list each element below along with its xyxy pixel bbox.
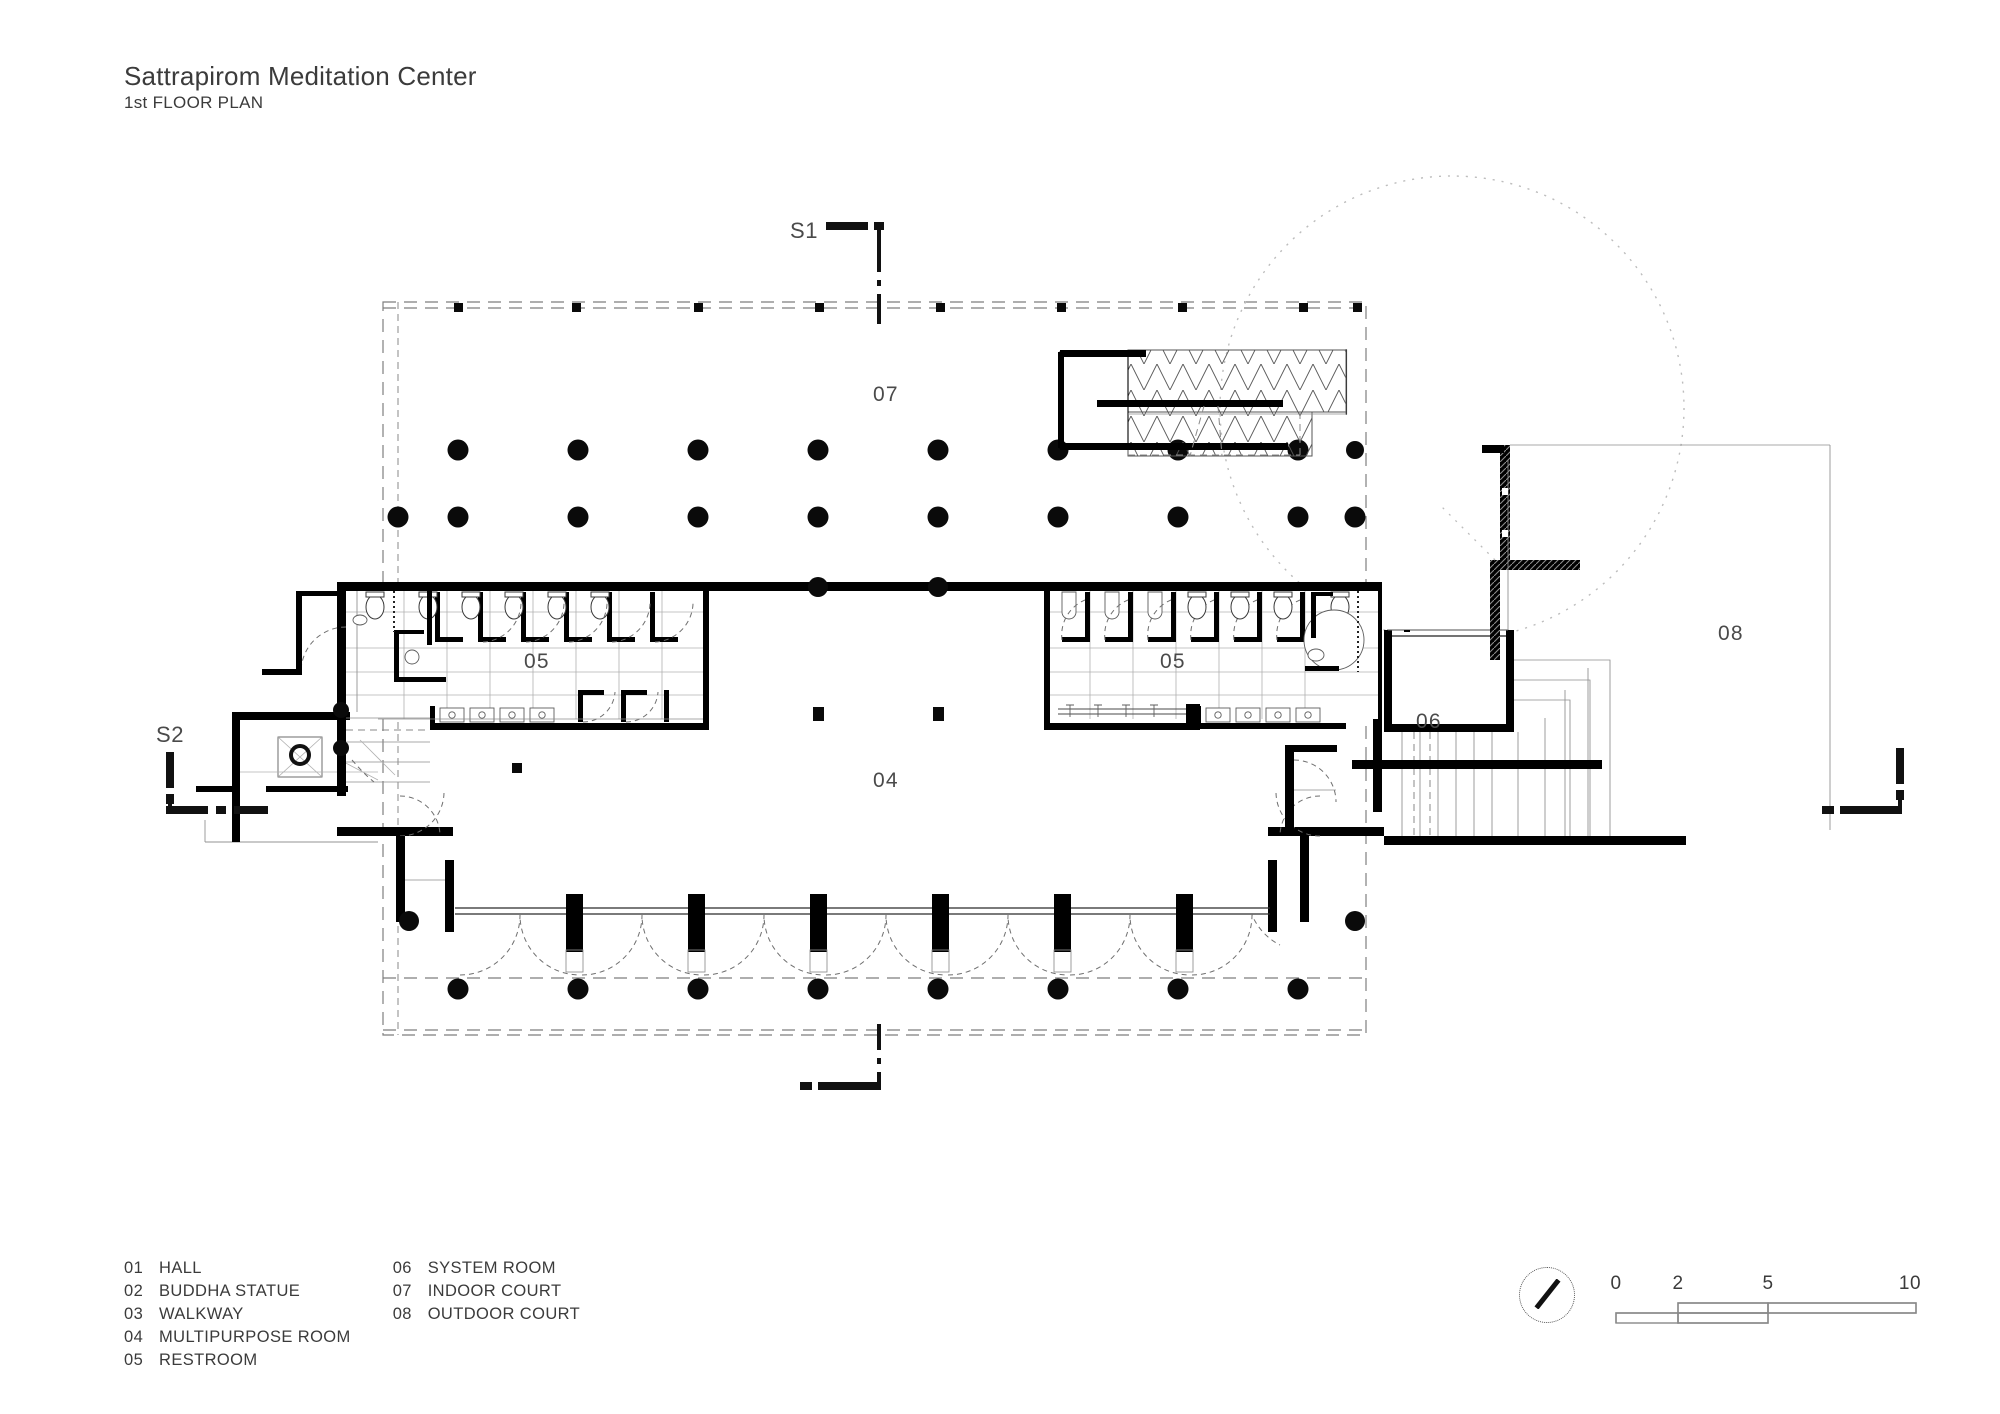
legend-item: 03 WALKWAY	[124, 1304, 351, 1325]
scale-bar-graphic	[1615, 1302, 1917, 1324]
column-row-lower	[387, 506, 1366, 528]
legend: 01 HALL 02 BUDDHA STATUE 03 WALKWAY 04 M…	[124, 1258, 580, 1372]
legend-number: 07	[392, 1282, 412, 1301]
door-leaves	[566, 894, 1193, 952]
legend-column-left: 01 HALL 02 BUDDHA STATUE 03 WALKWAY 04 M…	[124, 1258, 351, 1372]
entrance-right	[1268, 745, 1384, 932]
scale-tick-0: 0	[1610, 1273, 1622, 1294]
legend-item: 04 MULTIPURPOSE ROOM	[124, 1327, 351, 1348]
right-wing: 06	[1352, 629, 1686, 845]
legend-item: 07 INDOOR COURT	[393, 1281, 580, 1302]
entrance-left	[337, 791, 454, 932]
legend-label: MULTIPURPOSE ROOM	[159, 1328, 351, 1347]
legend-label: HALL	[159, 1259, 202, 1277]
legend-label: OUTDOOR COURT	[427, 1305, 581, 1324]
column-row-bottom	[447, 978, 1309, 1000]
stall-partitions-left	[435, 592, 678, 642]
restroom-left: 05	[346, 591, 709, 730]
legend-item: 05 RESTROOM	[124, 1350, 351, 1371]
legend-item: 06 SYSTEM ROOM	[393, 1258, 580, 1279]
misc-wall-marks	[1596, 836, 1684, 845]
restroom-right: 05	[1044, 591, 1378, 730]
sheet-subtitle: 1st FLOOR PLAN	[124, 93, 264, 113]
multipurpose-room: 04	[512, 707, 944, 792]
scale-tick-10: 10	[1898, 1273, 1922, 1294]
floor-markers	[512, 707, 944, 773]
legend-number: 05	[124, 1351, 144, 1370]
section-marker-s2: S2	[156, 722, 268, 814]
north-arrow-needle	[1534, 1279, 1561, 1309]
door-swing-arcs	[459, 914, 1281, 976]
sink-fixtures-left	[439, 707, 555, 723]
legend-number: 01	[124, 1259, 144, 1277]
urinal-fixtures-right	[1061, 591, 1163, 620]
legend-item: 02 BUDDHA STATUE	[124, 1281, 351, 1302]
herringbone-paving	[1058, 349, 1348, 457]
north-arrow-icon	[1519, 1267, 1575, 1323]
scale-tick-2: 2	[1672, 1273, 1684, 1294]
section-marker-right	[1822, 748, 1904, 814]
legend-number: 04	[124, 1328, 144, 1347]
court-right-wall	[1404, 445, 1504, 632]
room-label-multipurpose: 04	[873, 769, 899, 792]
section-label-s1: S1	[790, 218, 818, 243]
section-marker-s1: S1	[790, 218, 884, 324]
left-wing	[196, 712, 379, 843]
legend-item: 08 OUTDOOR COURT	[393, 1304, 580, 1325]
room-label-restroom-left: 05	[524, 650, 550, 673]
room-label-outdoor-court: 08	[1718, 622, 1744, 645]
left-exterior-return	[204, 712, 240, 843]
legend-label: INDOOR COURT	[427, 1282, 562, 1301]
outdoor-court-walls: 08	[1439, 444, 1831, 830]
legend-number: 02	[124, 1282, 144, 1301]
urinal-trough-right	[1058, 704, 1190, 717]
section-label-s2: S2	[156, 722, 184, 747]
section-marker-s1-bottom	[800, 1024, 881, 1090]
north-arrow-ring	[1519, 1267, 1575, 1323]
buddha-statue-base	[277, 736, 323, 778]
legend-item: 01 HALL	[124, 1258, 351, 1279]
folding-door-wall	[383, 894, 1366, 1031]
room-label-restroom-right: 05	[1160, 650, 1186, 673]
sink-fixtures-right	[1205, 707, 1321, 723]
scale-tick-5: 5	[1762, 1273, 1774, 1294]
legend-number: 06	[392, 1259, 412, 1277]
legend-label: WALKWAY	[159, 1305, 244, 1324]
title-block: Sattrapirom Meditation Center 1st FLOOR …	[124, 61, 477, 113]
legend-label: SYSTEM ROOM	[427, 1259, 556, 1277]
legend-column-right: 06 SYSTEM ROOM 07 INDOOR COURT 08 OUTDOO…	[393, 1258, 580, 1372]
legend-number: 03	[124, 1305, 144, 1324]
legend-number: 08	[392, 1305, 412, 1324]
toilet-fixtures-left	[365, 591, 610, 620]
legend-label: BUDDHA STATUE	[159, 1282, 301, 1301]
left-stair-vestibule	[262, 591, 430, 796]
room-label-indoor-court: 07	[873, 383, 899, 406]
stall-partitions-right	[1062, 592, 1305, 642]
page-title: Sattrapirom Meditation Center	[124, 61, 477, 91]
grid-markers-top	[454, 303, 1362, 312]
toilet-fixtures-right	[1187, 591, 1350, 620]
legend-label: RESTROOM	[159, 1351, 258, 1370]
room-label-system-room: 06	[1416, 710, 1442, 733]
scale-bar: 0 2 5 10	[1610, 1273, 1922, 1325]
